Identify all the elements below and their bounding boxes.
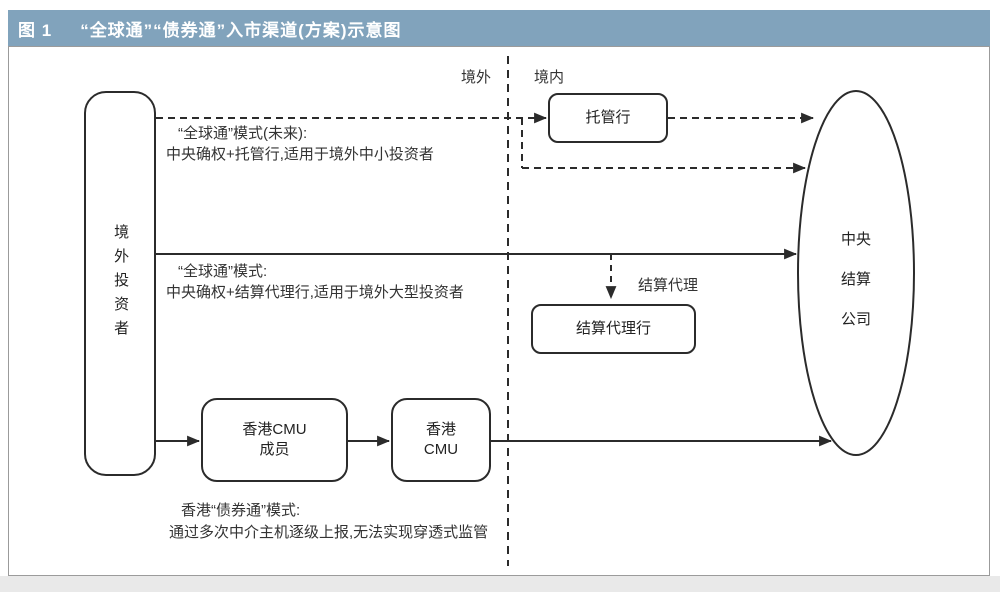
diagram-frame: 境外 境内 境外投资者 托管行 结算代理行 香港CMU 成员 香港 CMU 中央… xyxy=(8,46,990,576)
node-custodian-bank: 托管行 xyxy=(548,93,668,143)
hk-cmu-member-label-line2: 成员 xyxy=(259,441,290,458)
hk-cmu-member-label-line1: 香港CMU xyxy=(242,420,307,438)
annotation-global-future-line1: “全球通”模式(未来): xyxy=(178,125,308,142)
region-label-onshore: 境内 xyxy=(533,68,564,86)
hk-cmu-label-line1: 香港 xyxy=(425,420,456,438)
figure-title-bar: 图 1 “全球通”“债券通”入市渠道(方案)示意图 xyxy=(8,10,990,46)
ccdc-ellipse xyxy=(797,90,915,456)
node-hk-cmu-member: 香港CMU 成员 xyxy=(201,398,348,482)
node-settlement-agent-bank: 结算代理行 xyxy=(531,304,696,354)
annotation-global-future-line2: 中央确权+托管行,适用于境外中小投资者 xyxy=(166,146,434,163)
ccdc-label-line1: 中央 xyxy=(840,230,871,248)
settlement-agency-edge-label: 结算代理 xyxy=(638,277,699,294)
custodian-bank-label: 托管行 xyxy=(585,108,631,126)
annotation-global-connect-current: “全球通”模式: 中央确权+结算代理行,适用于境外大型投资者 xyxy=(166,261,464,303)
page-bottom-strip xyxy=(0,576,1000,592)
hk-cmu-label-line2: CMU xyxy=(423,441,459,458)
ccdc-label: 中央 结算 公司 xyxy=(796,218,916,338)
figure-number: 图 1 xyxy=(18,20,53,40)
figure-title: “全球通”“债券通”入市渠道(方案)示意图 xyxy=(80,20,402,40)
node-overseas-investor: 境外投资者 xyxy=(84,91,156,476)
annotation-global-current-line1: “全球通”模式: xyxy=(178,263,268,280)
annotation-global-connect-future: “全球通”模式(未来): 中央确权+托管行,适用于境外中小投资者 xyxy=(166,123,434,165)
annotation-hk-line2: 通过多次中介主机逐级上报,无法实现穿透式监管 xyxy=(169,524,489,541)
settlement-agent-bank-label: 结算代理行 xyxy=(575,319,651,337)
annotation-global-current-line2: 中央确权+结算代理行,适用于境外大型投资者 xyxy=(166,284,464,301)
ccdc-label-line2: 结算 xyxy=(840,270,871,288)
node-hk-cmu: 香港 CMU xyxy=(391,398,491,482)
diagram-lines xyxy=(156,56,915,566)
annotation-hk-line1: 香港“债券通”模式: xyxy=(181,502,301,519)
diagram-canvas: 境外 境内 境外投资者 托管行 结算代理行 香港CMU 成员 香港 CMU 中央… xyxy=(9,47,989,575)
annotation-hk-bond-connect: 香港“债券通”模式: 通过多次中介主机逐级上报,无法实现穿透式监管 xyxy=(169,500,488,544)
region-label-offshore: 境外 xyxy=(460,68,491,86)
overseas-investor-label: 境外投资者 xyxy=(112,223,130,344)
ccdc-label-line3: 公司 xyxy=(840,310,871,328)
